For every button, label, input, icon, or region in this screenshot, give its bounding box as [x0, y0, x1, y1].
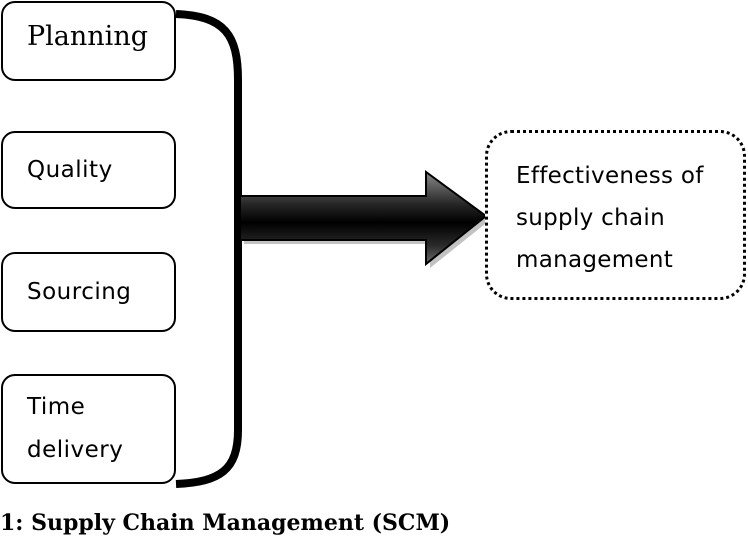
factor-label-sourcing: Sourcing — [27, 278, 132, 305]
figure-caption: 1: Supply Chain Management (SCM) — [0, 510, 451, 536]
factor-box-time-delivery: Time delivery — [1, 374, 176, 484]
diagram-connectors — [175, 10, 490, 488]
factor-label-time-delivery: Time delivery — [27, 394, 124, 463]
factor-box-planning: Planning — [1, 1, 176, 81]
outcome-box: Effectiveness of supply chain management — [485, 130, 746, 300]
factor-label-planning: Planning — [27, 21, 148, 52]
grouping-brace — [175, 10, 242, 488]
arrow-right — [239, 170, 488, 267]
factor-box-sourcing: Sourcing — [1, 252, 176, 332]
factor-box-quality: Quality — [1, 131, 176, 209]
outcome-label: Effectiveness of supply chain management — [516, 163, 704, 273]
factor-label-quality: Quality — [27, 156, 113, 183]
